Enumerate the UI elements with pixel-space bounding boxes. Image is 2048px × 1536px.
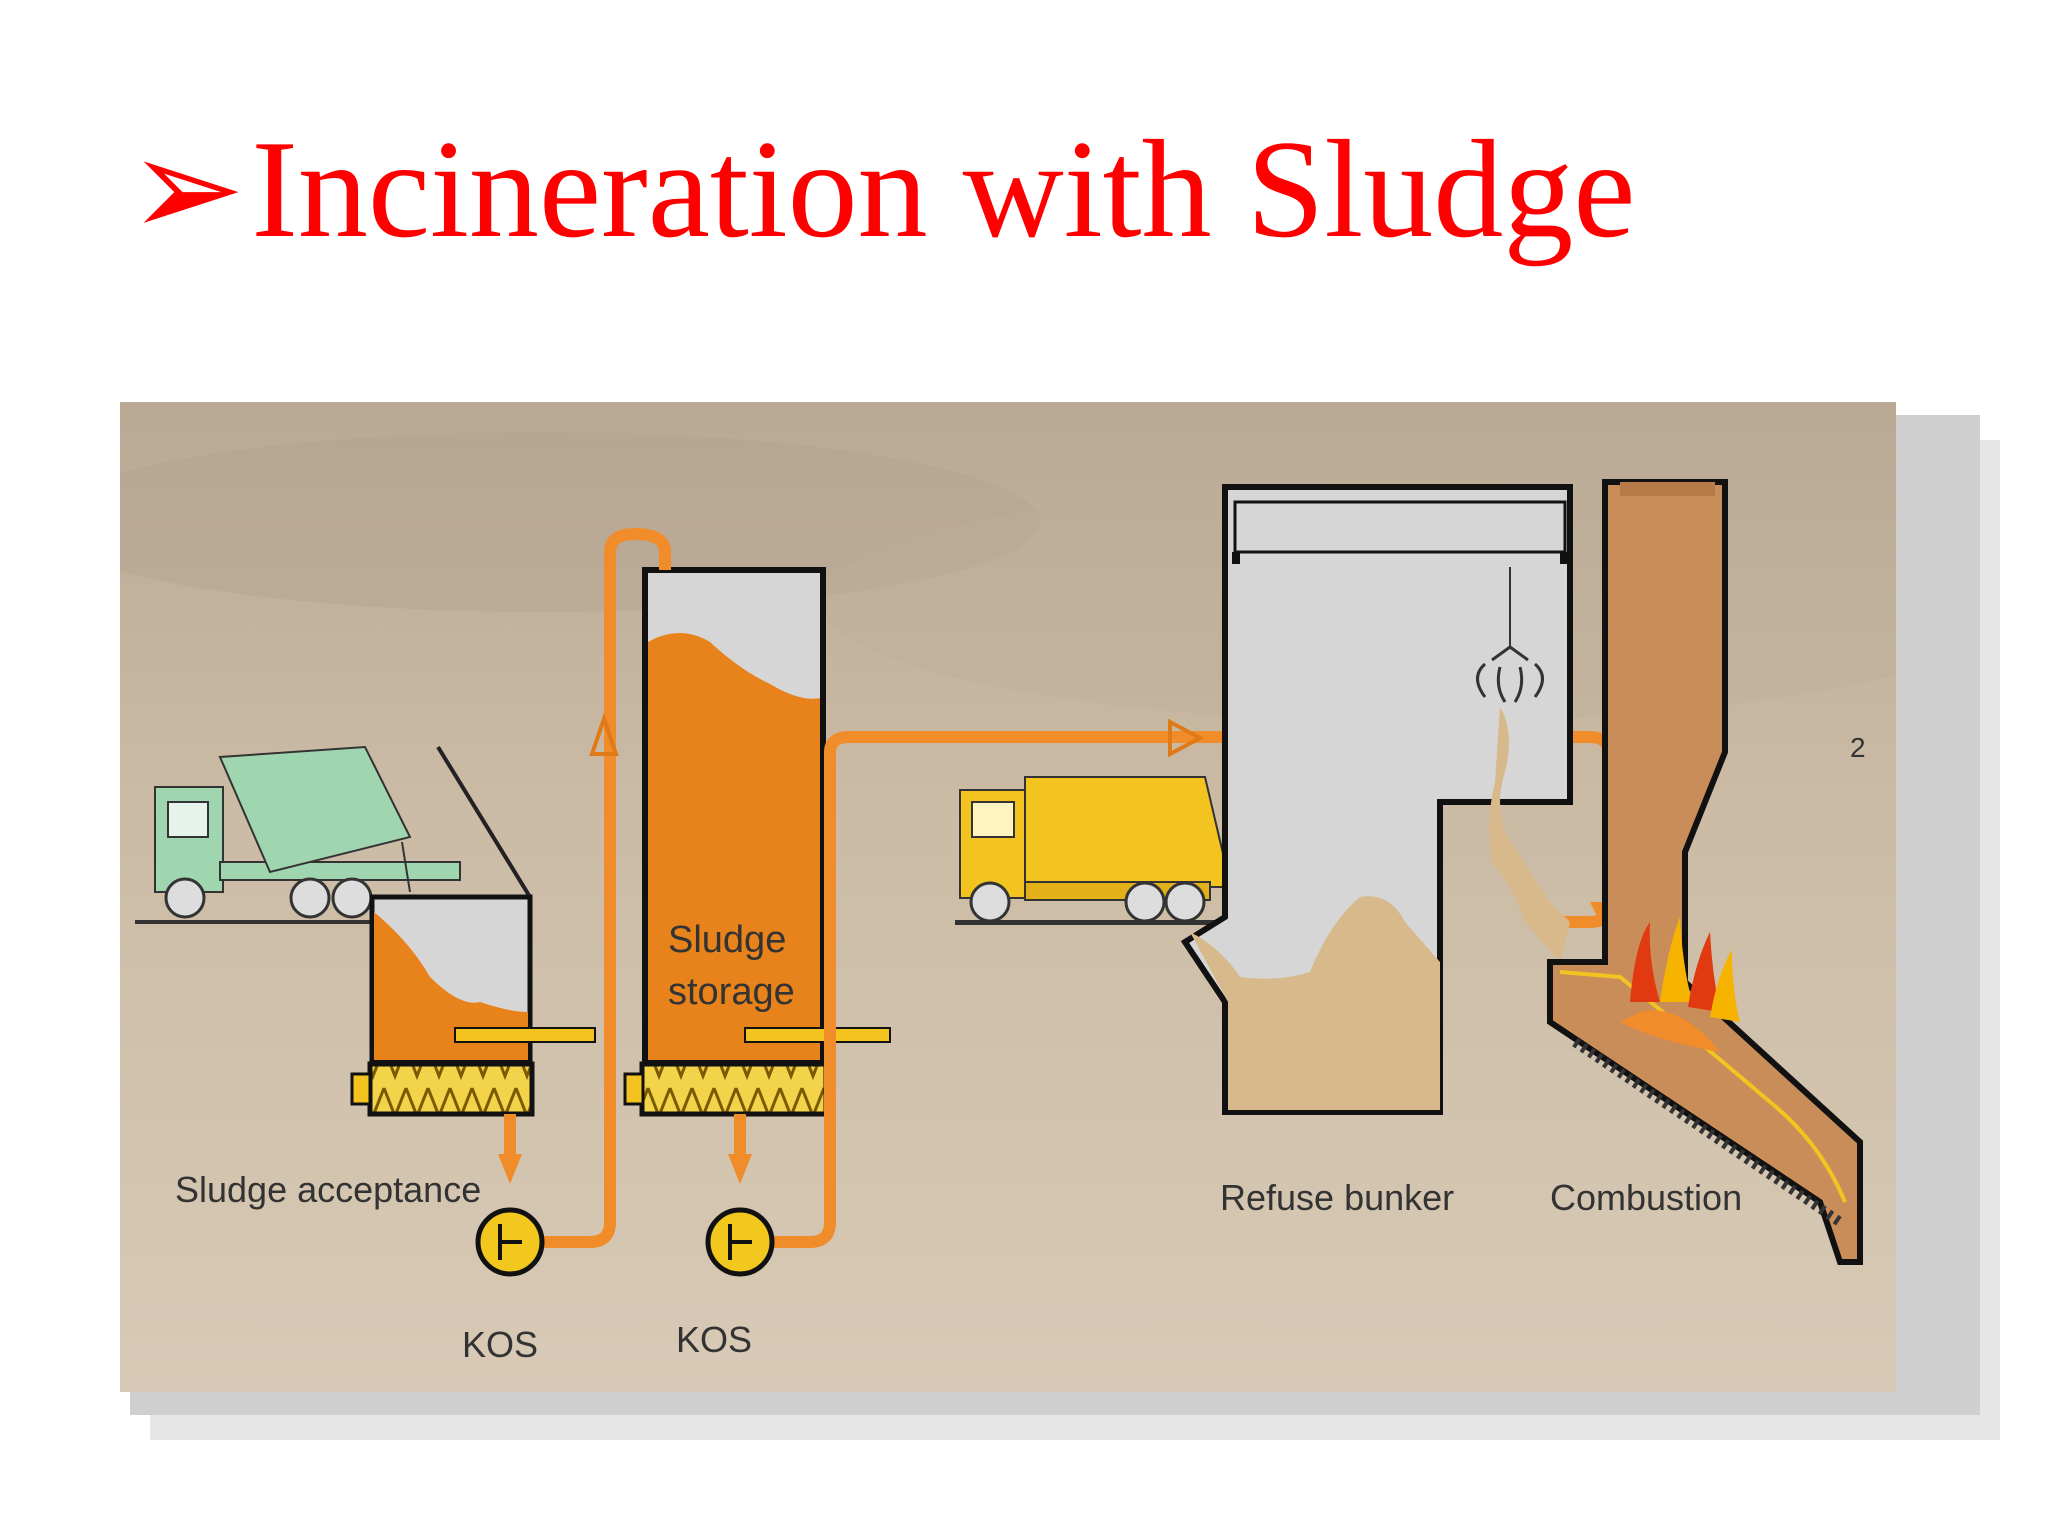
combustion-chamber xyxy=(1547,479,1863,1265)
process-diagram: Sludge acceptance Sludge storage KOS KOS… xyxy=(120,402,1896,1392)
bullet-arrow-icon: ➢ xyxy=(128,112,246,267)
slide-title: ➢Incineration with Sludge xyxy=(128,120,1635,260)
flow-arrow-up xyxy=(589,712,619,756)
ground-line-left xyxy=(135,920,475,924)
pump-kos-2 xyxy=(705,1207,775,1277)
flames xyxy=(1620,917,1740,1052)
pump-kos-1 xyxy=(475,1207,545,1277)
label-combustion: Combustion xyxy=(1550,1177,1742,1218)
label-sludge-storage-2: storage xyxy=(668,971,795,1013)
title-text: Incineration with Sludge xyxy=(251,112,1636,267)
label-sludge-storage-1: Sludge xyxy=(668,919,786,961)
label-sludge-acceptance: Sludge acceptance xyxy=(175,1169,481,1210)
sludge-storage-silo xyxy=(623,567,891,1117)
refuse-bunker xyxy=(1180,484,1573,1115)
label-kos-2: KOS xyxy=(676,1319,752,1360)
flow-arrow-right xyxy=(1168,718,1205,758)
refuse-truck-yellow xyxy=(955,776,1226,925)
label-kos-1: KOS xyxy=(462,1324,538,1365)
dump-truck-green xyxy=(154,745,461,919)
label-refuse-bunker: Refuse bunker xyxy=(1220,1177,1454,1218)
sludge-acceptance-hopper xyxy=(350,745,596,1117)
page-number: 2 xyxy=(1850,732,1866,763)
